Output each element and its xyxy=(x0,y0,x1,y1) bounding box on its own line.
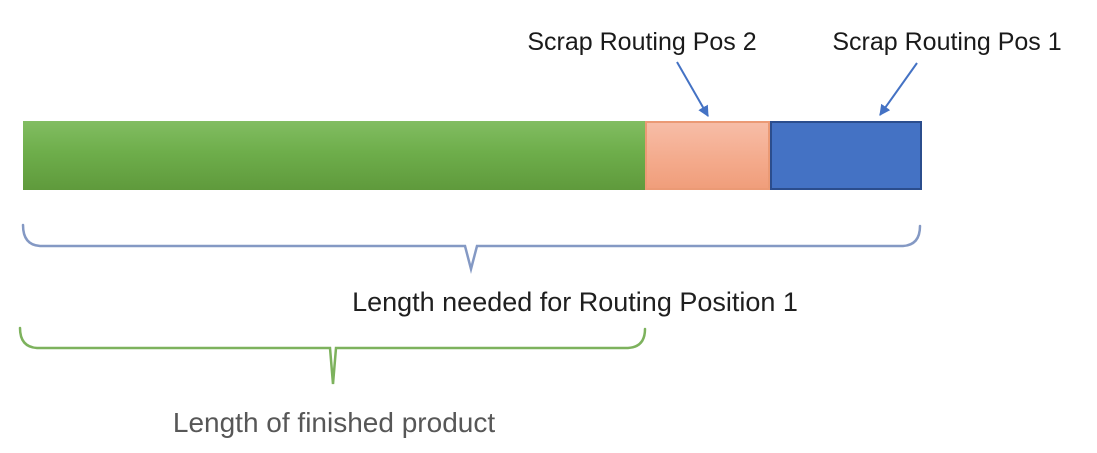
scrap-routing-pos-2-label: Scrap Routing Pos 2 xyxy=(527,28,757,56)
callout-arrow-pos-2-icon xyxy=(676,61,709,117)
length-needed-routing-position-1-label: Length needed for Routing Position 1 xyxy=(352,287,798,317)
scrap-pos-1-segment xyxy=(770,121,922,190)
brace-finished-product xyxy=(18,326,647,385)
scrap-routing-pos-1-label: Scrap Routing Pos 1 xyxy=(832,28,1062,56)
callout-arrow-pos-1-icon xyxy=(879,62,918,116)
length-of-finished-product-label: Length of finished product xyxy=(172,407,496,438)
finished-product-segment xyxy=(23,121,645,190)
scrap-pos-2-segment xyxy=(645,121,770,190)
brace-routing-position-1 xyxy=(21,223,922,274)
